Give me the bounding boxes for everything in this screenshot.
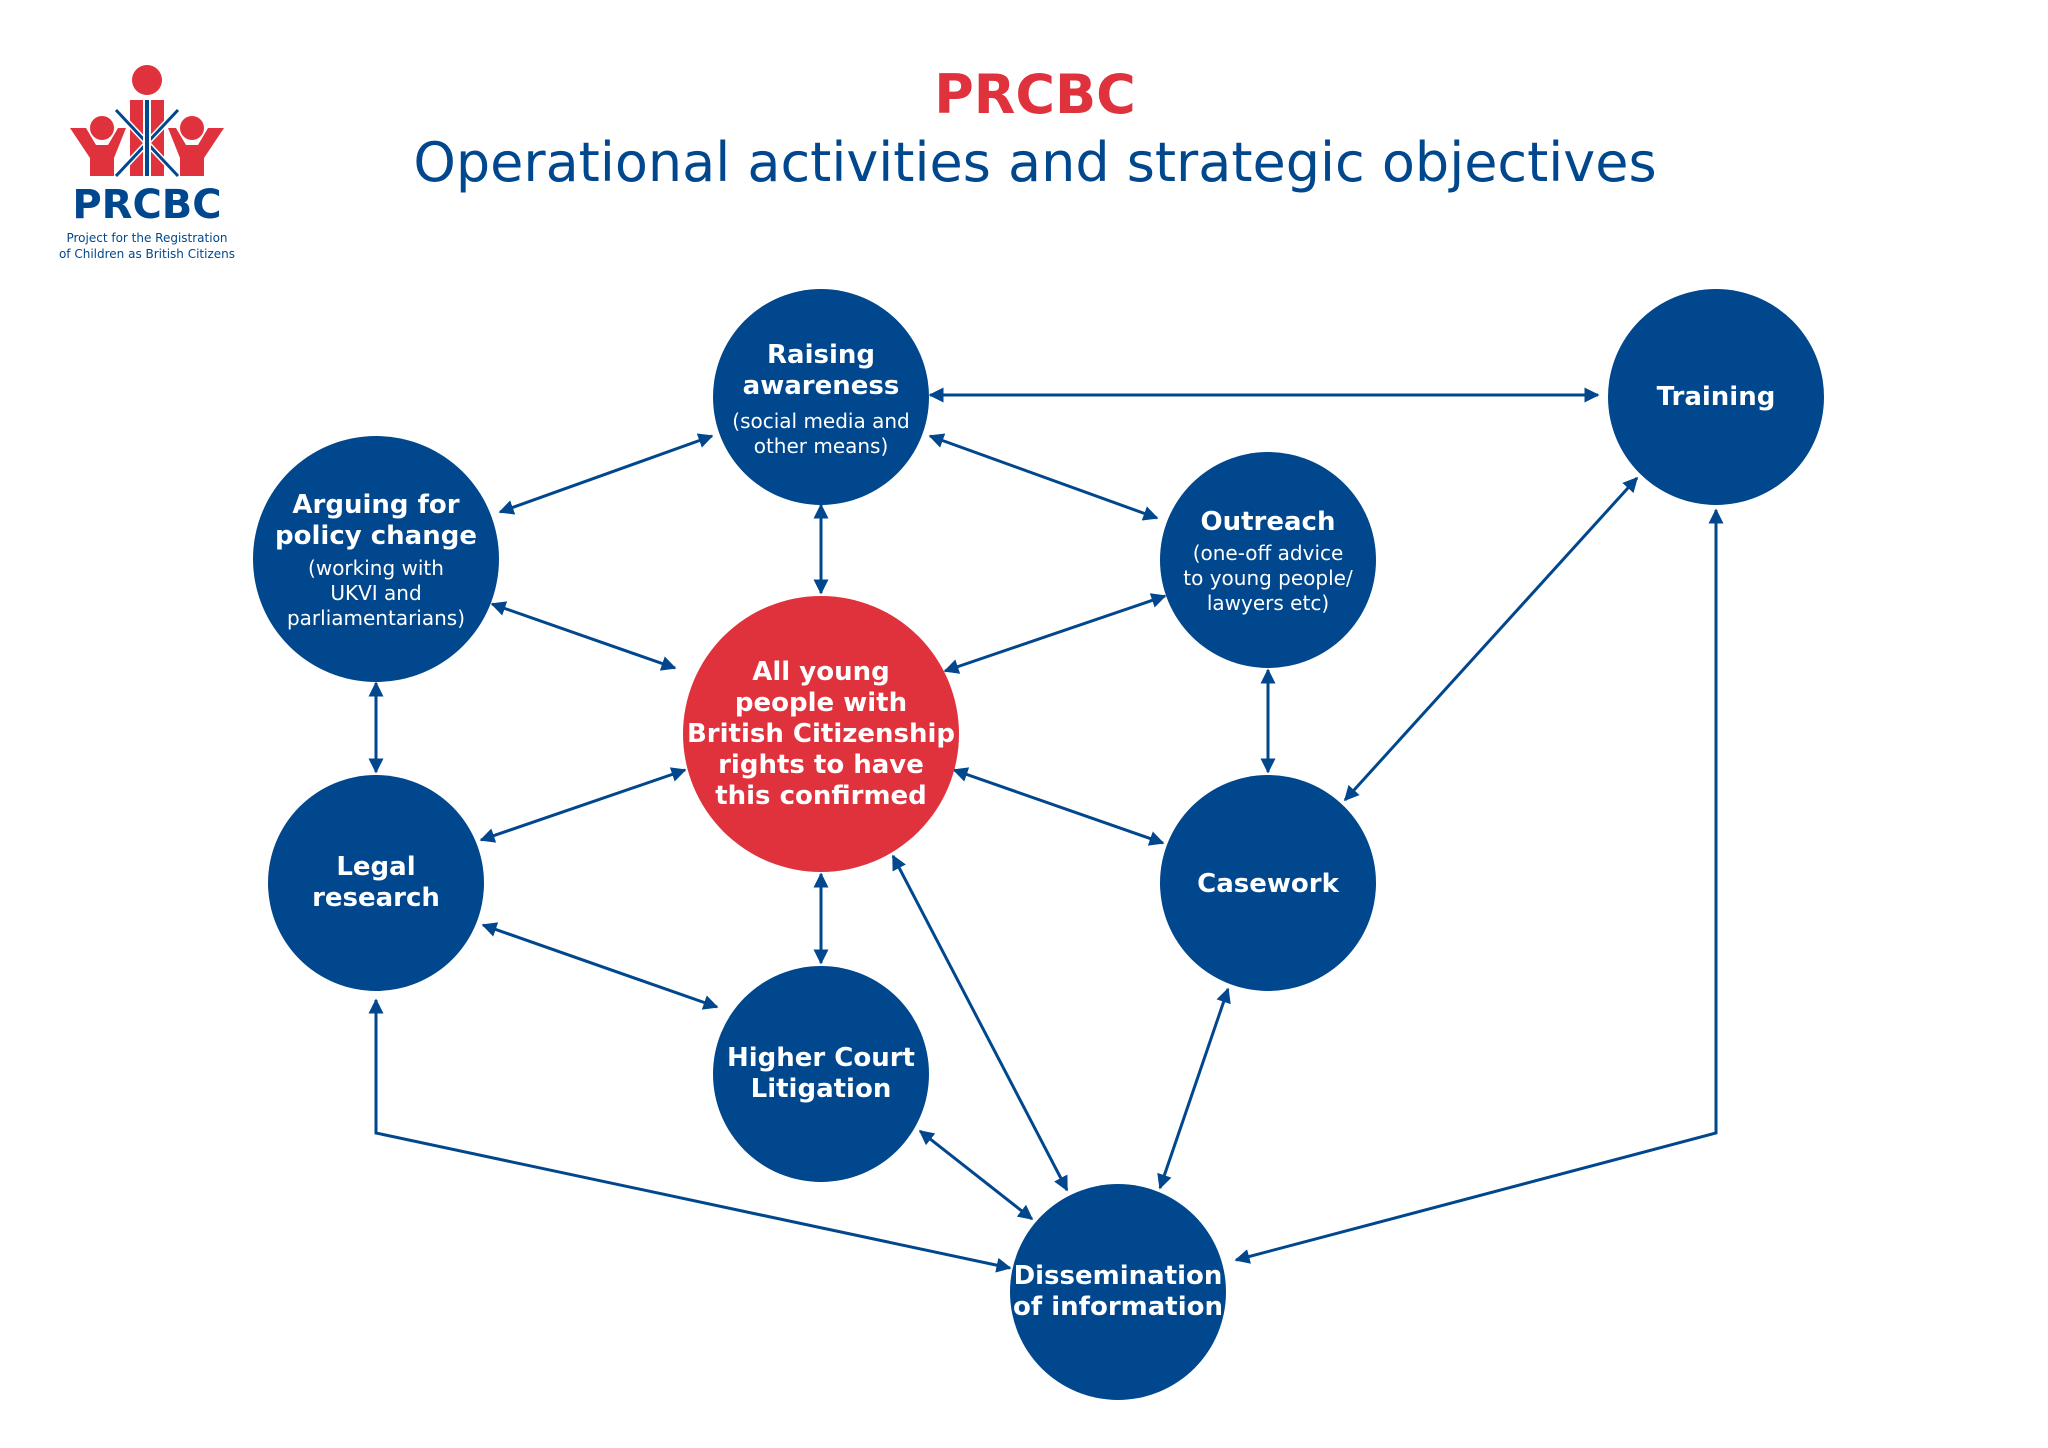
node-outreach-sub-line-2: to young people/ (1183, 566, 1353, 590)
node-center-title-line-1: All young (752, 657, 889, 687)
logo-emblem-icon (70, 65, 224, 179)
connector-legal-dissemination (368, 998, 1012, 1273)
page-subtitle: Operational activities and strategic obj… (413, 131, 1656, 194)
node-arguing-title-line-2: policy change (275, 521, 477, 551)
node-arguing-sub-line-1: (working with (308, 556, 444, 580)
node-arguing-sub-line-3: parliamentarians) (287, 606, 465, 630)
connector-arguing-center (490, 601, 677, 671)
node-raising-title-line-2: awareness (743, 371, 900, 401)
node-raising-sub-line-1: (social media and (732, 409, 909, 433)
node-dissemination-title-line-2: of information (1013, 1292, 1223, 1322)
node-higher-title-line-2: Litigation (751, 1074, 892, 1104)
connector-outreach-center (943, 593, 1167, 674)
connector-training-dissemination (1234, 508, 1724, 1264)
node-outreach-title: Outreach (1201, 507, 1336, 537)
prcbc-logo: PRCBC Project for the Registration of Ch… (59, 65, 235, 261)
node-training-title: Training (1657, 382, 1776, 412)
node-center-title-line-5: this confirmed (715, 781, 927, 811)
node-raising-sub-line-2: other means) (754, 434, 889, 458)
connector-lines (368, 387, 1724, 1273)
node-training-title-line-1: Training (1657, 382, 1776, 412)
node-training: Training (1608, 289, 1824, 505)
connector-raising-arguing (498, 433, 714, 515)
connector-center-casework (952, 767, 1165, 846)
connector-higher-dissemination (918, 1129, 1034, 1221)
node-casework: Casework (1160, 775, 1376, 991)
node-outreach-sub-line-3: lawyers etc) (1207, 591, 1329, 615)
node-arguing-sub-line-2: UKVI and (330, 581, 421, 605)
logo-tagline-1: Project for the Registration (66, 231, 227, 245)
node-casework-title: Casework (1197, 869, 1339, 899)
connector-training-casework (1343, 476, 1639, 802)
logo-name: PRCBC (72, 182, 221, 228)
node-outreach-sub-line-1: (one-off advice (1193, 541, 1344, 565)
node-raising-title-line-1: Raising (767, 340, 875, 370)
node-legal-title-line-1: Legal (336, 852, 415, 882)
node-center-title-line-4: rights to have (718, 750, 924, 780)
node-center-title-line-3: British Citizenship (687, 719, 955, 749)
page-title: PRCBC (934, 63, 1136, 126)
connector-casework-dissemination (1157, 987, 1231, 1190)
node-center-title-line-2: people with (735, 688, 907, 718)
connector-raising-outreach (928, 433, 1159, 521)
connector-center-dissemination (891, 854, 1069, 1192)
node-higher-title-line-1: Higher Court (727, 1043, 915, 1073)
node-dissemination-title-line-1: Dissemination (1014, 1261, 1223, 1291)
node-outreach-title-line-1: Outreach (1201, 507, 1336, 537)
logo-tagline-2: of Children as British Citizens (59, 247, 235, 261)
connector-center-legal (479, 767, 687, 843)
node-casework-title-line-1: Casework (1197, 869, 1339, 899)
connector-legal-higher (481, 922, 719, 1010)
node-arguing-title-line-1: Arguing for (292, 490, 459, 520)
node-legal-title-line-2: research (312, 883, 440, 913)
